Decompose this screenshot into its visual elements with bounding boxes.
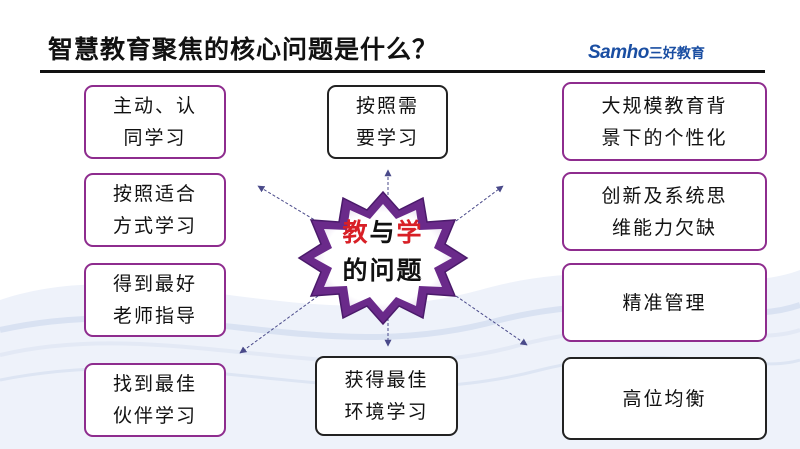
logo-brand: Samho xyxy=(588,42,649,63)
box-balanced-development: 高位均衡 xyxy=(562,357,767,440)
box-line: 精准管理 xyxy=(622,291,707,314)
box-line: 维能力欠缺 xyxy=(611,216,717,239)
brand-logo: Samho三好教育 xyxy=(588,42,705,64)
box-best-teacher: 得到最好老师指导 xyxy=(84,263,226,337)
box-line: 得到最好 xyxy=(112,273,197,295)
box-line: 老师指导 xyxy=(112,305,197,327)
box-line: 同学习 xyxy=(123,127,187,149)
box-line: 找到最佳 xyxy=(112,373,197,395)
center-char-learn: 学 xyxy=(396,218,424,247)
center-char-and: 与 xyxy=(369,218,397,247)
box-suitable-method: 按照适合方式学习 xyxy=(84,173,226,247)
box-best-environment: 获得最佳环境学习 xyxy=(315,356,458,436)
center-line2: 的问题 xyxy=(342,256,424,285)
logo-chinese: 三好教育 xyxy=(648,46,705,62)
box-personalization: 大规模教育背景下的个性化 xyxy=(562,82,767,161)
box-line: 伙伴学习 xyxy=(112,405,197,427)
box-line: 环境学习 xyxy=(344,401,429,423)
arrow-up-right xyxy=(451,185,504,225)
arrow-down-left xyxy=(239,295,319,354)
center-label: 教与学 的问题 xyxy=(300,214,466,290)
arrow-down-right xyxy=(455,295,528,346)
box-line: 景下的个性化 xyxy=(601,126,728,149)
box-line: 方式学习 xyxy=(112,215,197,237)
box-line: 按照需 xyxy=(355,95,419,117)
box-line: 主动、认 xyxy=(112,95,197,117)
box-line: 获得最佳 xyxy=(344,369,429,391)
box-line: 大规模教育背 xyxy=(601,94,728,117)
box-line: 要学习 xyxy=(355,127,419,149)
page-title: 智慧教育聚焦的核心问题是什么？ xyxy=(48,35,439,64)
box-line: 按照适合 xyxy=(112,183,197,205)
box-innovation-deficit: 创新及系统思维能力欠缺 xyxy=(562,172,767,251)
box-active-learning: 主动、认同学习 xyxy=(84,85,226,159)
title-divider xyxy=(40,70,765,73)
box-best-partner: 找到最佳伙伴学习 xyxy=(84,363,226,437)
box-line: 创新及系统思 xyxy=(601,184,728,207)
center-starburst xyxy=(297,190,469,326)
box-on-demand: 按照需要学习 xyxy=(327,85,448,159)
arrow-up-left xyxy=(257,185,319,223)
center-char-teach: 教 xyxy=(342,218,370,247)
box-precise-management: 精准管理 xyxy=(562,263,767,342)
box-line: 高位均衡 xyxy=(622,387,707,410)
